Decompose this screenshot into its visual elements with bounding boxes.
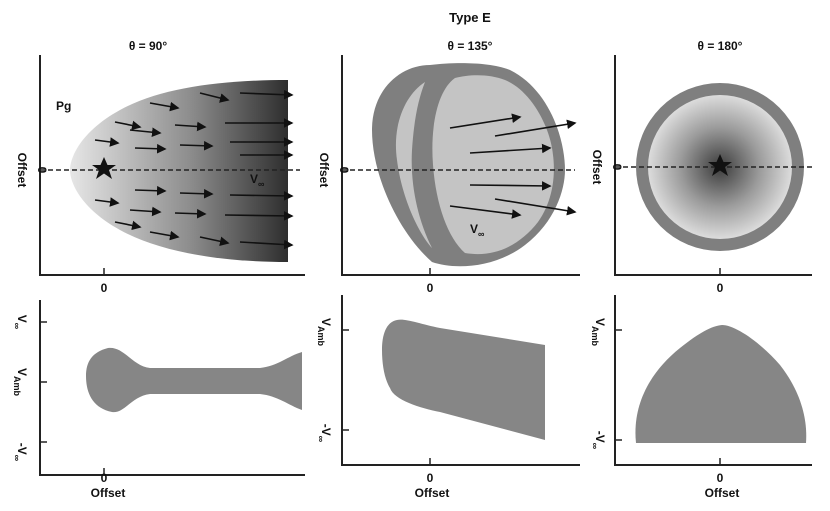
main-title: Type E [449, 10, 491, 25]
neg-v-inf-tick-label: -V∞ [590, 431, 607, 450]
neg-v-inf-tick-label: -V∞ [316, 424, 333, 443]
x-offset-label: Offset [705, 486, 740, 500]
velocity-arrows [94, 89, 294, 250]
parabolic-wake-shape [70, 80, 288, 262]
panel-135-bottom: VAmb -V∞ 0 Offset [316, 295, 580, 500]
pg-label: Pg [56, 99, 71, 113]
panel-title-180: θ = 180° [698, 39, 743, 53]
y-zero-label: 0 [610, 164, 624, 171]
v-inf-label: V∞ [470, 222, 485, 239]
panel-title-135: θ = 135° [448, 39, 493, 53]
panel-180-top: 0 Offset 0 [590, 55, 812, 295]
panel-135-top-axes [341, 55, 580, 276]
panel-title-90: θ = 90° [129, 39, 168, 53]
velocity-profile [382, 319, 545, 440]
x-zero-label: 0 [427, 471, 434, 485]
panel-180-top-axes [614, 55, 812, 276]
y-offset-label: Offset [590, 150, 604, 185]
y-zero-label: 0 [35, 167, 49, 174]
v-amb-tick-label: VAmb [590, 318, 607, 347]
panel-180-bottom-axes [614, 295, 812, 466]
y-zero-label: 0 [337, 167, 351, 174]
v-amb-tick-label: VAmb [316, 318, 333, 347]
x-zero-label: 0 [101, 281, 108, 295]
x-zero-label: 0 [427, 281, 434, 295]
panel-90-bottom-axes [39, 300, 305, 476]
velocity-arrows [449, 113, 577, 219]
x-offset-label: Offset [415, 486, 450, 500]
y-offset-label: Offset [15, 153, 29, 188]
v-inf-label: V∞ [250, 172, 265, 189]
v-amb-tick-label: VAmb [12, 368, 29, 397]
panel-90-top-axes [39, 55, 305, 276]
left-lens [395, 82, 432, 248]
star-icon [92, 157, 116, 179]
x-offset-label: Offset [91, 486, 126, 500]
velocity-profile [635, 325, 807, 443]
star-icon [708, 154, 732, 176]
y-offset-label: Offset [317, 153, 331, 188]
panel-90-bottom: V∞ VAmb -V∞ 0 Offset [12, 300, 305, 500]
v-inf-tick-label: V∞ [12, 315, 29, 330]
x-zero-label: 0 [101, 471, 108, 485]
neg-v-inf-tick-label: -V∞ [12, 443, 29, 462]
right-lens [432, 75, 554, 255]
panel-90-top: Pg V∞ 0 Offset 0 [15, 55, 305, 295]
panel-135-bottom-axes [341, 295, 580, 466]
x-zero-label: 0 [717, 281, 724, 295]
x-zero-label: 0 [717, 471, 724, 485]
panel-135-top: V∞ 0 Offset 0 [317, 55, 580, 295]
panel-180-bottom: VAmb -V∞ 0 Offset [590, 295, 812, 500]
velocity-profile [86, 347, 302, 413]
